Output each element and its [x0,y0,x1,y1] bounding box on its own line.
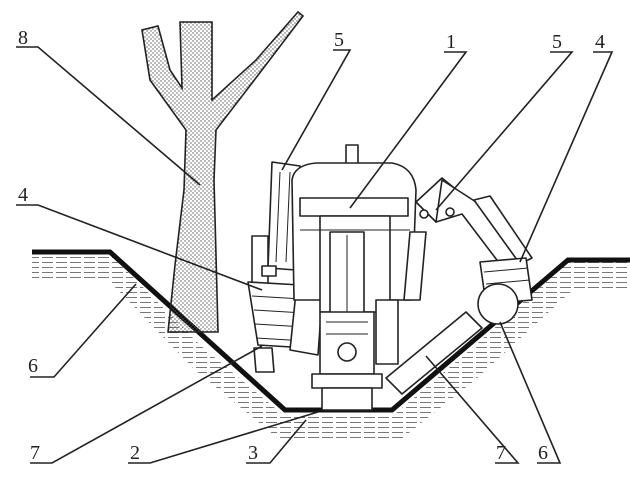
track-chassis [311,299,399,411]
right-arm [403,177,533,301]
right-cutter-head [477,257,533,325]
tree [141,10,305,333]
callout-labels: 8 5 1 5 4 4 6 7 2 3 7 6 [18,27,605,464]
right-pad [385,311,483,395]
callout-6-right: 6 [538,442,548,464]
callout-5-left: 5 [334,29,344,51]
callout-6-left: 6 [28,355,38,377]
callout-7-left: 7 [30,442,40,464]
callout-5-right: 5 [552,31,562,53]
callout-4-right: 4 [595,31,605,53]
callout-4-left: 4 [18,184,28,206]
leader-lines [16,46,614,464]
left-pad [253,347,275,373]
callout-1: 1 [446,31,456,53]
left-cutter-head [247,281,323,356]
body-frame [291,144,417,317]
callout-7-right: 7 [496,442,506,464]
callout-3: 3 [248,442,258,464]
callout-2: 2 [130,442,140,464]
soil-hatching [32,256,630,440]
callout-8: 8 [18,27,28,49]
